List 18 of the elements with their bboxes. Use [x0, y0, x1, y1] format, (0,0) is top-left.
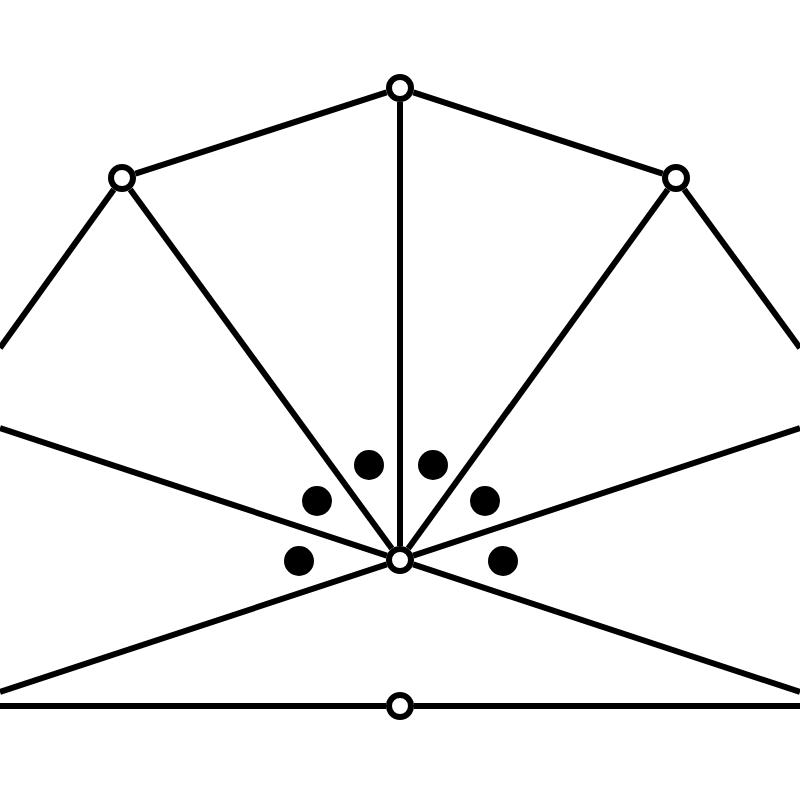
connector-line [414, 703, 800, 709]
connector-line [0, 703, 386, 709]
connector-line [127, 187, 395, 551]
connector-line [0, 425, 388, 559]
connector-line [0, 187, 117, 350]
connector-line [0, 561, 388, 695]
graph-vertex [662, 164, 690, 192]
connector-line [405, 187, 671, 551]
connector-line [412, 425, 800, 559]
graph-vertex [386, 546, 414, 574]
graph-vertex [386, 692, 414, 720]
connector-line [134, 89, 388, 177]
connector-line [397, 102, 403, 546]
graph-vertex [108, 164, 136, 192]
connector-line [412, 89, 664, 177]
connector-line [412, 561, 800, 695]
connector-line [681, 187, 800, 350]
graph-vertex [386, 74, 414, 102]
